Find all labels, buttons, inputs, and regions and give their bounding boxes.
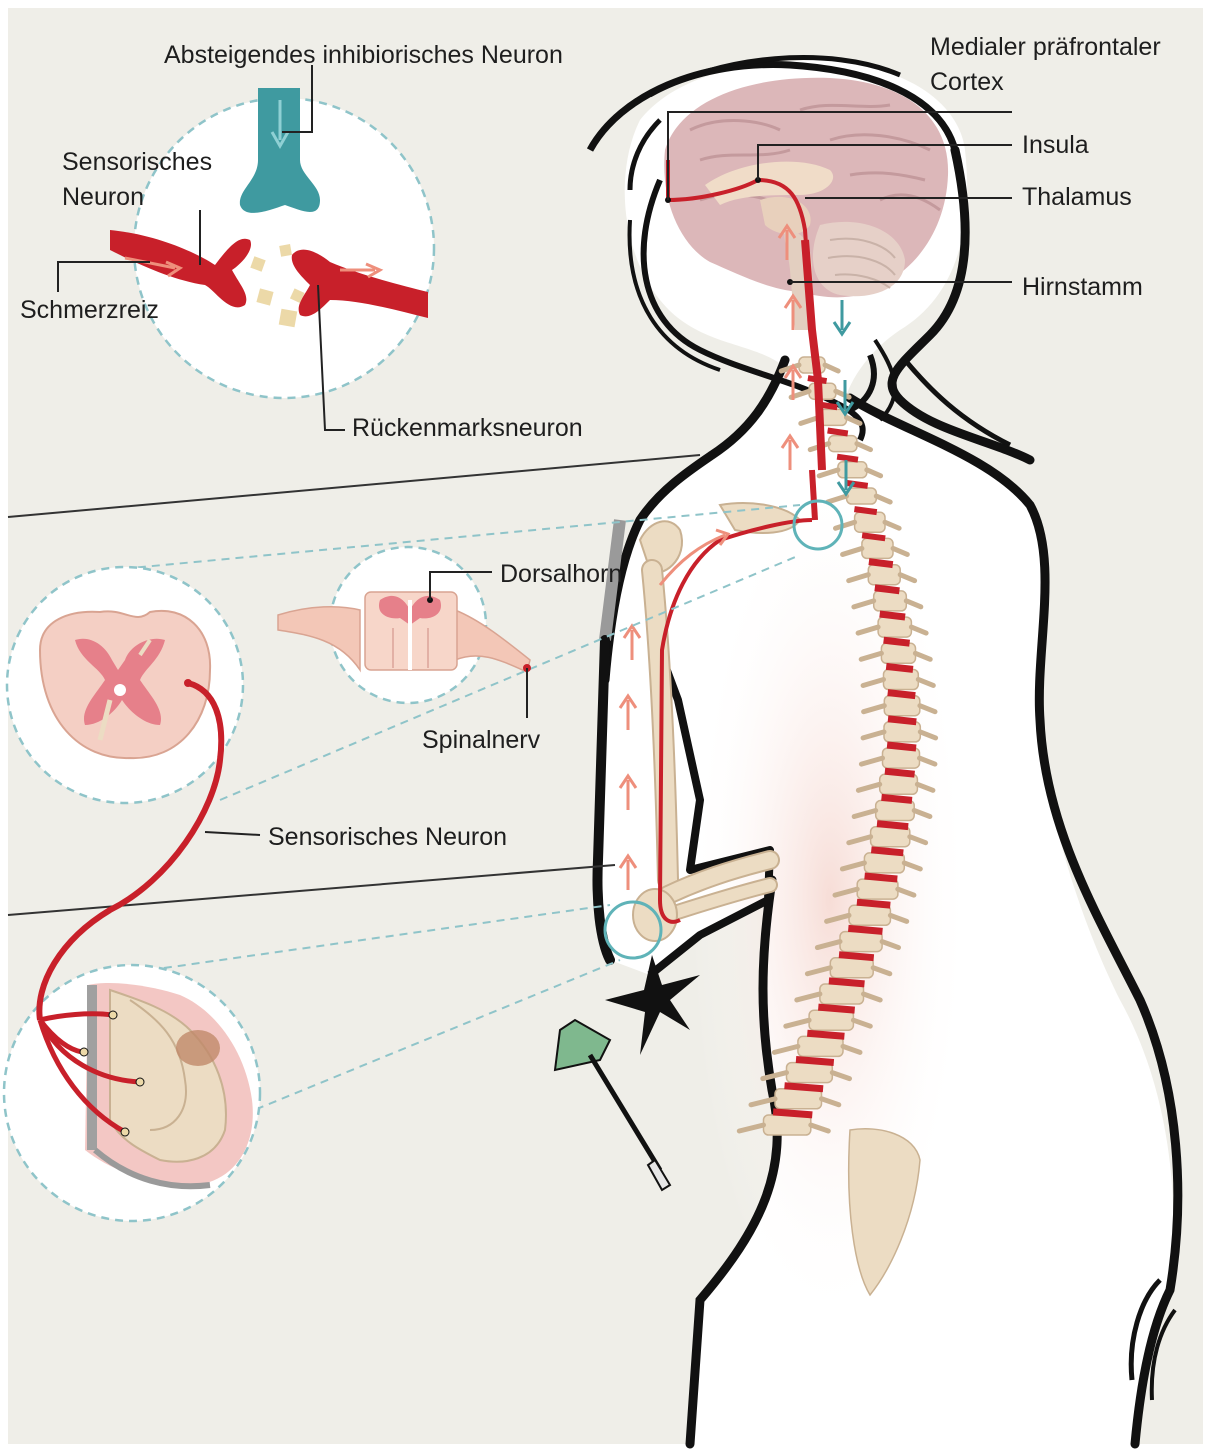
spinal-disc — [865, 876, 898, 879]
label-pain-stimulus: Schmerzreiz — [20, 296, 159, 324]
cord-cross-section-zoom — [7, 567, 243, 803]
label-spinal-nerve: Spinalnerv — [422, 726, 541, 754]
spinal-disc — [888, 719, 916, 722]
spinal-disc — [839, 955, 874, 958]
label-insula: Insula — [1022, 131, 1089, 159]
spinal-disc — [818, 1007, 854, 1010]
vertebra — [787, 1063, 833, 1083]
vertebra — [874, 591, 907, 611]
spinal-disc — [807, 1033, 844, 1036]
label-mpfc-line2: Cortex — [930, 68, 1004, 96]
vertebra — [847, 488, 877, 504]
spinal-disc — [886, 666, 913, 669]
label-spinal-cord-neuron: Rückenmarksneuron — [352, 414, 583, 442]
vertebra — [868, 565, 900, 585]
vertebra — [864, 853, 904, 873]
vertebra — [849, 905, 890, 925]
label-descending-neuron: Absteigendes inhibiorisches Neuron — [164, 41, 563, 69]
label-sensory-neuron-line2: Neuron — [62, 183, 144, 211]
vertebra — [881, 643, 915, 663]
spinal-disc — [848, 928, 882, 931]
spinal-disc — [846, 483, 868, 486]
spinal-disc — [773, 1112, 812, 1115]
spinal-disc — [796, 1060, 834, 1063]
spinal-disc — [882, 797, 913, 800]
label-sensory-neuron-arm: Sensorisches Neuron — [268, 823, 507, 851]
vertebra — [838, 462, 867, 478]
spinal-disc — [885, 771, 915, 774]
vertebra — [855, 512, 885, 532]
spinal-disc — [869, 562, 893, 565]
spinal-disc — [887, 745, 916, 748]
spinal-disc — [871, 850, 903, 853]
spinal-disc — [875, 588, 900, 591]
vertebra — [840, 932, 882, 952]
spinal-disc — [785, 1086, 824, 1089]
label-brainstem: Hirnstamm — [1022, 273, 1143, 301]
spinal-disc — [877, 824, 908, 827]
spinal-disc — [888, 693, 916, 696]
label-mpfc-line1: Medialer präfrontaler — [930, 33, 1161, 61]
spinal-disc — [837, 457, 858, 460]
spinal-disc — [857, 902, 890, 905]
vertebra — [830, 958, 873, 978]
vertebra — [884, 670, 919, 690]
label-dorsal-horn: Dorsalhorn — [500, 560, 622, 588]
label-thalamus: Thalamus — [1022, 183, 1132, 211]
vertebra — [809, 1010, 853, 1030]
vertebra — [820, 984, 864, 1004]
spinal-disc — [854, 509, 876, 512]
vertebra — [764, 1115, 811, 1135]
label-sensory-neuron-line1: Sensorisches — [62, 148, 212, 176]
spinal-disc — [829, 981, 865, 984]
vertebra — [857, 879, 898, 899]
vertebra — [829, 436, 857, 452]
vertebra — [862, 538, 893, 558]
vertebra — [775, 1089, 822, 1109]
vertebra — [878, 617, 911, 637]
spinal-disc — [862, 535, 885, 538]
spinal-disc — [880, 614, 905, 617]
spinal-disc — [828, 431, 848, 434]
spinal-disc — [884, 640, 910, 643]
vertebra — [798, 1036, 843, 1056]
